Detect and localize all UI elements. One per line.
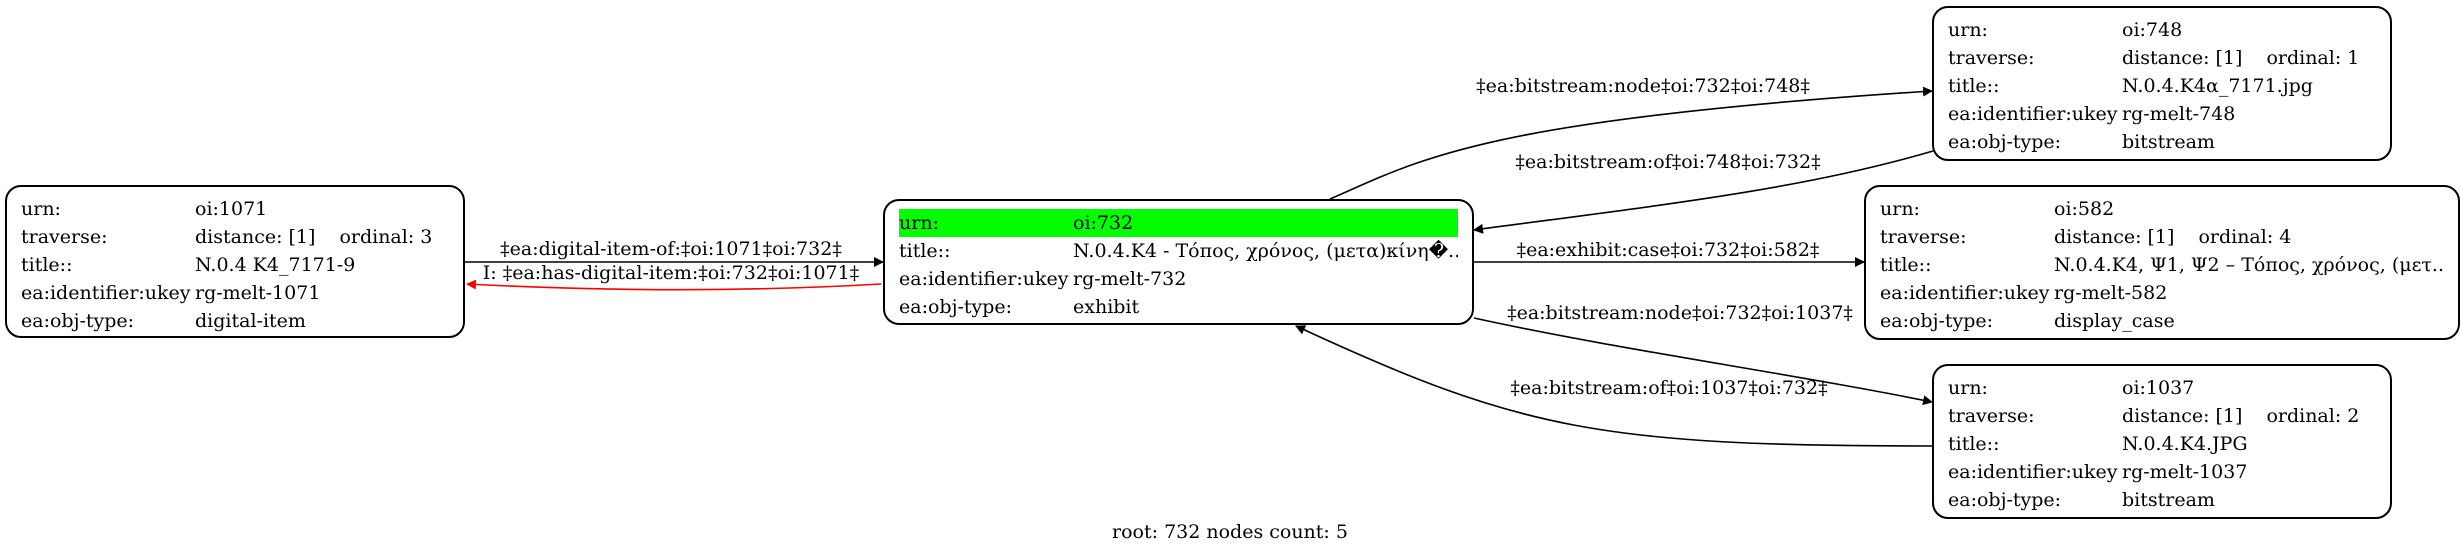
edge-label: ‡ea:bitstream:of‡oi:748‡oi:732‡ [1515,151,1821,173]
attribute-key: ea:obj-type: [1948,131,2062,153]
attribute-row: urn: oi:748 [1948,16,2376,44]
node-oi-732-root[interactable]: urn: oi:732 title::N.0.4.K4 - Τόπος, χρόν… [883,199,1474,325]
attribute-value: oi:1071 [195,198,268,220]
attribute-row: urn: oi:1071 [21,195,449,223]
attribute-row: title::N.0.4.K4, Ψ1, Ψ2 – Τόπος, χρόνος,… [1880,251,2444,279]
attribute-key: title:: [1880,254,1932,276]
attribute-key: traverse: [21,226,108,248]
attribute-row: ea:obj-type: bitstream [1948,486,2376,514]
edge-bitstream-node-748 [1329,86,1933,200]
node-oi-748[interactable]: urn: oi:748 traverse: distance: [1] ordinal… [1932,6,2392,161]
attribute-value: rg-melt-582 [2054,282,2168,304]
attribute-value: rg-melt-1037 [2122,461,2248,483]
attribute-row: title::N.0.4.K4 - Τόπος, χρόνος, (μετα)κ… [899,237,1458,265]
attribute-value: N.0.4.K4, Ψ1, Ψ2 – Τόπος, χρόνος, (μετ..… [2054,254,2444,276]
attribute-key: ea:identifier:ukey [1880,282,2050,304]
attribute-value: oi:732 [1073,212,1134,234]
attribute-extra: ordinal: 4 [2198,226,2292,248]
node-oi-582[interactable]: urn: oi:582 traverse: distance: [1] ordinal… [1864,185,2460,340]
attribute-value: exhibit [1073,296,1140,318]
edge-bitstream-node-1037 [1473,317,1933,406]
attribute-key: ea:obj-type: [899,296,1013,318]
edge-has-digital-item [466,279,882,291]
node-oi-1071[interactable]: urn: oi:1071 traverse: distance: [1] ordina… [5,185,465,338]
attribute-row: ea:obj-type: exhibit [899,293,1458,321]
attribute-key: urn: [1880,198,1920,220]
attribute-row: ea:obj-type: display_case [1880,307,2444,335]
attribute-key: urn: [899,212,939,234]
node-oi-1037[interactable]: urn: oi:1037 traverse: distance: [1] ordina… [1932,364,2392,519]
attribute-key: ea:obj-type: [21,310,135,332]
attribute-key: urn: [21,198,61,220]
edge-label: ‡ea:bitstream:node‡oi:732‡oi:748‡ [1476,75,1810,97]
attribute-value: bitstream [2122,489,2215,511]
attribute-key: title:: [21,254,73,276]
attribute-key: urn: [1948,377,1988,399]
attribute-row: title::N.0.4 K4_7171-9 [21,251,449,279]
attribute-extra: ordinal: 3 [339,226,433,248]
attribute-key: title:: [899,240,951,262]
attribute-value: rg-melt-732 [1073,268,1187,290]
attribute-value: N.0.4 K4_7171-9 [195,254,356,276]
attribute-value: N.0.4.K4 - Τόπος, χρόνος, (μετα)κίνη�... [1073,240,1458,262]
attribute-row: ea:obj-type: digital-item [21,307,449,335]
attribute-key: traverse: [1948,47,2035,69]
attribute-value: oi:748 [2122,19,2183,41]
attribute-value: rg-melt-1071 [195,282,321,304]
attribute-key: ea:identifier:ukey [1948,103,2118,125]
attribute-extra: ordinal: 2 [2266,405,2360,427]
attribute-row: ea:obj-type: bitstream [1948,128,2376,156]
edge-bitstream-of-1037 [1295,325,1934,447]
attribute-value: oi:1037 [2122,377,2195,399]
attribute-value: N.0.4.K4.JPG [2122,433,2248,455]
attribute-row: urn: oi:1037 [1948,374,2376,402]
attribute-row: traverse: distance: [1] ordinal: 2 [1948,402,2376,430]
attribute-value: distance: [1] [195,226,316,248]
attribute-row: traverse: distance: [1] ordinal: 3 [21,223,449,251]
attribute-row: traverse: distance: [1] ordinal: 4 [1880,223,2444,251]
attribute-key: ea:identifier:ukey [899,268,1069,290]
edge-label: I: ‡ea:has-digital-item:‡oi:732‡oi:1071‡ [482,262,860,284]
attribute-row: urn: oi:582 [1880,195,2444,223]
attribute-row: title::N.0.4.K4.JPG [1948,430,2376,458]
attribute-key: ea:identifier:ukey [21,282,191,304]
edge-label: ‡ea:exhibit:case‡oi:732‡oi:582‡ [1516,239,1820,261]
attribute-value: digital-item [195,310,306,332]
attribute-key: title:: [1948,433,2000,455]
attribute-value: N.0.4.K4α_7171.jpg [2122,75,2313,97]
graph-footer: root: 732 nodes count: 5 [1112,521,1348,543]
attribute-row: traverse: distance: [1] ordinal: 1 [1948,44,2376,72]
attribute-key: title:: [1948,75,2000,97]
attribute-value: oi:582 [2054,198,2115,220]
attribute-row: title::N.0.4.K4α_7171.jpg [1948,72,2376,100]
attribute-value: display_case [2054,310,2175,332]
attribute-value: distance: [1] [2054,226,2175,248]
attribute-key: traverse: [1880,226,1967,248]
attribute-value: rg-melt-748 [2122,103,2236,125]
edge-bitstream-of-748 [1473,150,1934,234]
edge-label: ‡ea:bitstream:node‡oi:732‡oi:1037‡ [1507,302,1853,324]
edge-label: ‡ea:bitstream:of‡oi:1037‡oi:732‡ [1510,377,1828,399]
attribute-extra: ordinal: 1 [2266,47,2360,69]
attribute-key: traverse: [1948,405,2035,427]
attribute-value: bitstream [2122,131,2215,153]
attribute-value: distance: [1] [2122,405,2243,427]
attribute-key: ea:identifier:ukey [1948,461,2118,483]
attribute-key: ea:obj-type: [1948,489,2062,511]
attribute-value: distance: [1] [2122,47,2243,69]
attribute-key: urn: [1948,19,1988,41]
edge-label: ‡ea:digital-item-of:‡oi:1071‡oi:732‡ [500,238,842,260]
attribute-key: ea:obj-type: [1880,310,1994,332]
attribute-row-highlighted: urn: oi:732 [899,209,1458,237]
